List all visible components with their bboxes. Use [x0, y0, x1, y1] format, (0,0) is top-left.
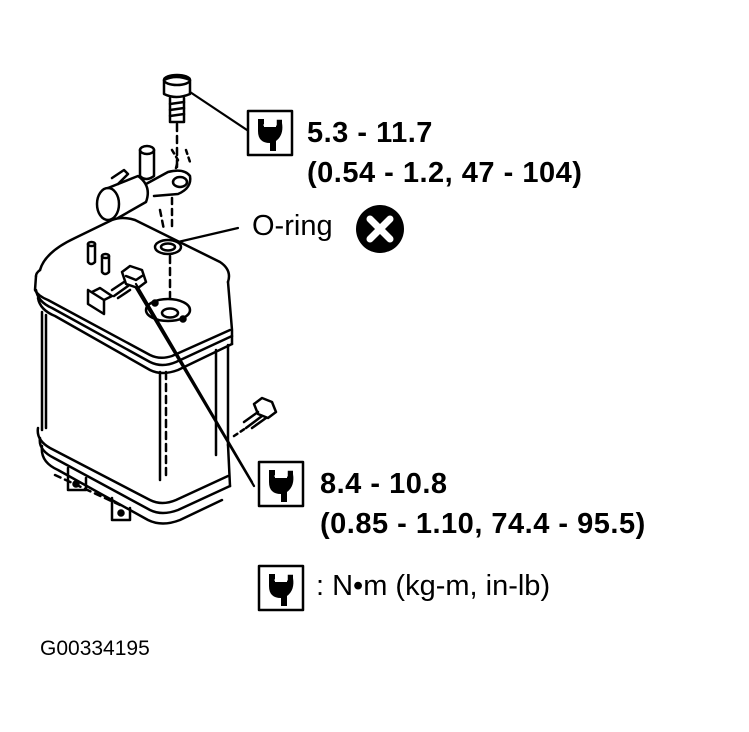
torque-units-legend: : N•m (kg-m, in-lb) — [316, 570, 551, 602]
side-bolt — [232, 396, 278, 438]
valve-bolt — [162, 73, 192, 170]
control-valve — [95, 144, 192, 232]
top-torque-value: 5.3 - 11.7 — [307, 117, 433, 149]
top-torque-alt-units: (0.54 - 1.2, 47 - 104) — [307, 157, 583, 189]
torque-wrench-icon — [257, 564, 305, 612]
o-ring-label: O-ring — [252, 210, 333, 242]
torque-wrench-icon — [246, 109, 294, 157]
bottom-torque-value: 8.4 - 10.8 — [320, 468, 448, 500]
o-ring — [153, 238, 183, 300]
canister-bolt — [110, 264, 148, 300]
leader-lines — [134, 90, 256, 488]
torque-wrench-icon — [257, 460, 305, 508]
evap-canister — [33, 216, 234, 525]
bottom-torque-alt-units: (0.85 - 1.10, 74.4 - 95.5) — [320, 508, 646, 540]
do-not-reuse-icon — [356, 205, 404, 253]
figure-code: G00334195 — [40, 637, 150, 660]
